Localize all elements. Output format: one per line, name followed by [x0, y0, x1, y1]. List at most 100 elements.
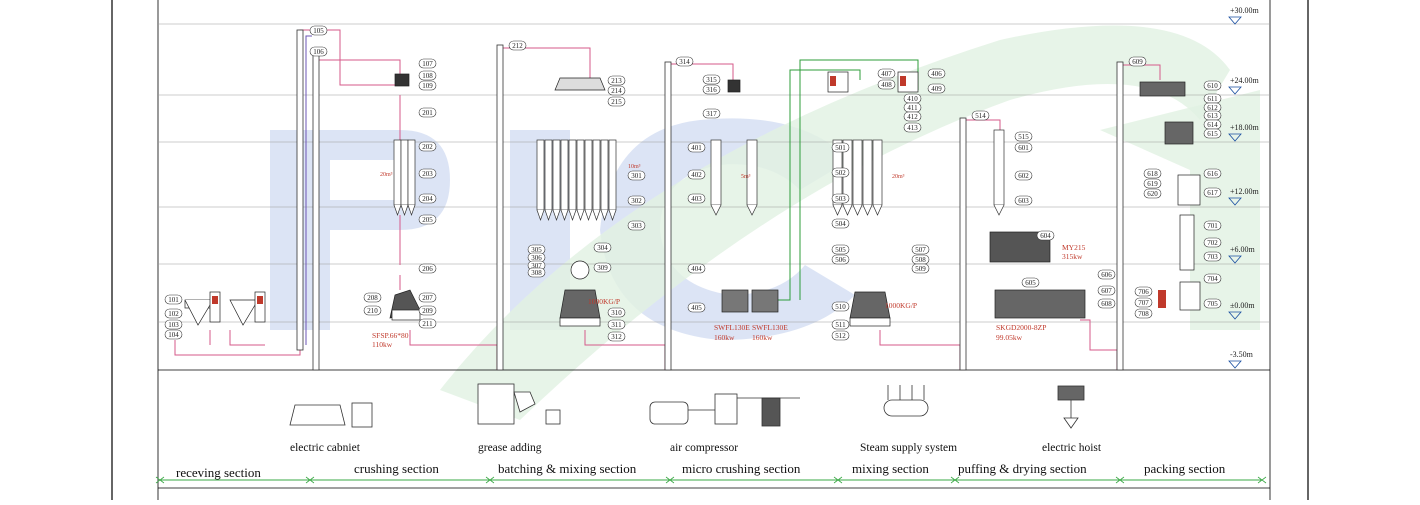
machine-label: SWFL130E	[752, 323, 788, 332]
equipment-tag: 315	[702, 74, 721, 85]
svg-text:617: 617	[1207, 189, 1218, 197]
equipment-tag: 205	[418, 214, 437, 225]
silo	[552, 139, 561, 211]
svg-text:505: 505	[835, 246, 846, 254]
equipment-tag: 211	[418, 318, 437, 329]
machine-label: SWFL130E	[714, 323, 750, 332]
equipment-tag: 703	[1203, 251, 1222, 262]
equipment-tag: 308	[527, 267, 546, 278]
level-marker-icon	[1228, 360, 1242, 369]
machine-label: 1000KG/P	[885, 301, 917, 310]
section-boundary-icon	[1257, 476, 1267, 484]
svg-text:316: 316	[706, 86, 717, 94]
silo-hopper	[746, 204, 758, 216]
svg-text:203: 203	[422, 170, 433, 178]
svg-text:209: 209	[422, 307, 433, 315]
equipment-tag: 602	[1014, 170, 1033, 181]
svg-text:503: 503	[835, 195, 846, 203]
svg-text:102: 102	[168, 310, 179, 318]
svg-text:201: 201	[422, 109, 433, 117]
equipment-tag: 207	[418, 292, 437, 303]
svg-text:404: 404	[691, 265, 702, 273]
svg-text:614: 614	[1207, 121, 1218, 129]
equipment-tag: 411	[903, 102, 922, 113]
equipment-tag: 616	[1203, 168, 1222, 179]
equipment-tag: 404	[687, 263, 706, 274]
equipment-tag: 312	[607, 331, 626, 342]
svg-text:608: 608	[1101, 300, 1112, 308]
equipment-tag: 619	[1143, 178, 1162, 189]
svg-text:309: 309	[597, 264, 608, 272]
equipment-tag: 204	[418, 193, 437, 204]
equipment-tag: 509	[911, 263, 930, 274]
equipment-tag: 515	[1014, 131, 1033, 142]
silo-hopper	[393, 204, 402, 217]
equipment-tag: 512	[831, 330, 850, 341]
silo-hopper	[400, 204, 409, 217]
silo-hopper	[993, 204, 1005, 216]
silo-hopper	[584, 209, 593, 222]
equipment-tag: 210	[363, 305, 382, 316]
machine-label: SFSP.66*80	[372, 331, 409, 340]
section-boundary-icon	[485, 476, 495, 484]
svg-text:207: 207	[422, 294, 433, 302]
svg-text:605: 605	[1025, 279, 1036, 287]
silo	[407, 139, 416, 206]
silo	[576, 139, 585, 211]
svg-text:501: 501	[835, 144, 846, 152]
svg-text:317: 317	[706, 110, 717, 118]
silo	[608, 139, 617, 211]
section-boundary-icon	[155, 476, 165, 484]
svg-text:305: 305	[531, 246, 542, 254]
electric-cabinet-icon	[289, 404, 346, 426]
level-label: ±0.00m	[1230, 301, 1255, 310]
equipment-tag: 501	[831, 142, 850, 153]
equipment-tag: 614	[1203, 119, 1222, 130]
svg-text:507: 507	[915, 246, 926, 254]
equipment-tags: 1011021031041051061071081092012022032042…	[164, 25, 1222, 342]
equipment-tag: 605	[1021, 277, 1040, 288]
svg-text:508: 508	[915, 256, 926, 264]
svg-text:101: 101	[168, 296, 179, 304]
cabinet-panel-icon	[351, 402, 373, 428]
silo-hopper	[852, 204, 863, 216]
section-label-puffing-drying: puffing & drying section	[958, 461, 1087, 476]
svg-text:206: 206	[422, 265, 433, 273]
equipment-tag: 503	[831, 193, 850, 204]
equipment-tag: 311	[607, 319, 626, 330]
section-label-micro-crushing: micro crushing section	[682, 461, 801, 476]
auxiliary-icons	[289, 383, 1085, 429]
equipment-tag: 507	[911, 244, 930, 255]
equipment-tag: 606	[1097, 269, 1116, 280]
svg-text:506: 506	[835, 256, 846, 264]
silo	[536, 139, 545, 211]
level-label: +24.00m	[1230, 76, 1260, 85]
svg-text:405: 405	[691, 304, 702, 312]
equipment-tag: 707	[1134, 297, 1153, 308]
equipment-tag: 403	[687, 193, 706, 204]
bin-annotations: 20m³ 10m³ 5m³ 20m³	[380, 164, 905, 180]
svg-text:620: 620	[1147, 190, 1158, 198]
svg-text:515: 515	[1018, 133, 1029, 141]
svg-text:511: 511	[835, 321, 846, 329]
svg-text:512: 512	[835, 332, 846, 340]
svg-text:108: 108	[422, 72, 433, 80]
equipment-tag: 317	[702, 108, 721, 119]
svg-text:306: 306	[531, 254, 542, 262]
equipment-tag: 214	[607, 85, 626, 96]
equipment-tag: 402	[687, 169, 706, 180]
watermark-logo	[270, 25, 1260, 421]
equipment-tag: 410	[903, 93, 922, 104]
svg-text:407: 407	[881, 70, 892, 78]
svg-text:701: 701	[1207, 222, 1218, 230]
silo	[560, 139, 569, 211]
svg-text:107: 107	[422, 60, 433, 68]
level-label: +18.00m	[1230, 123, 1260, 132]
equipment-tag: 102	[164, 308, 183, 319]
equipment-tag: 314	[675, 56, 694, 67]
svg-text:514: 514	[975, 112, 986, 120]
svg-text:612: 612	[1207, 104, 1218, 112]
machine-label: 160kw	[714, 333, 735, 342]
silo-hopper	[592, 209, 601, 222]
section-boundary-icon	[950, 476, 960, 484]
